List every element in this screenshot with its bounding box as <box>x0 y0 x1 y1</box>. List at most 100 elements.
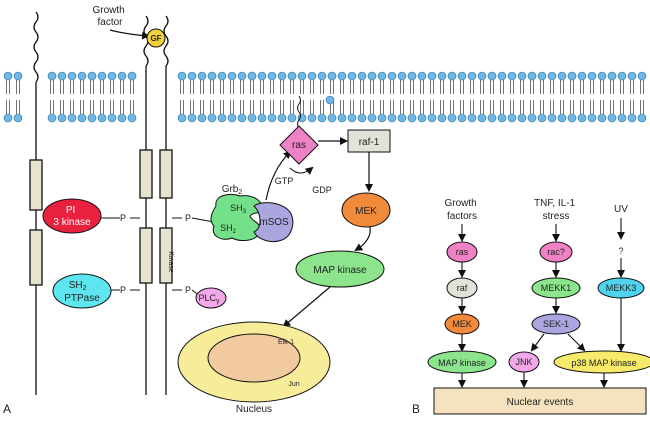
receptor-dimer <box>139 15 173 395</box>
lipid-head <box>187 71 197 81</box>
lipid-head <box>577 113 587 123</box>
lipid-head <box>507 113 517 123</box>
lipid-head <box>217 113 227 123</box>
grb2-label: Grb2 <box>222 184 243 196</box>
mek-label: MEK <box>355 206 377 217</box>
arrow-msos-ras <box>265 150 292 201</box>
lipid-head <box>487 113 497 123</box>
lipid-head <box>617 113 627 123</box>
grb2-node <box>210 193 263 241</box>
lipid-head <box>357 71 367 81</box>
lipid-head <box>397 71 407 81</box>
lipid-head <box>387 113 397 123</box>
lipid-head <box>617 71 627 81</box>
lipid-head <box>67 71 77 81</box>
kinase-domain-label: Kinase <box>167 251 174 273</box>
lipid-head <box>527 71 537 81</box>
b-sek1-label: SEK-1 <box>543 319 569 329</box>
lipid-head <box>417 71 427 81</box>
lipid-head <box>127 71 137 81</box>
lipid-head <box>477 113 487 123</box>
lipid-head <box>447 71 457 81</box>
lipid-head <box>517 71 527 81</box>
lipid-head <box>597 71 607 81</box>
lipid-head <box>287 71 297 81</box>
lipid-head <box>437 113 447 123</box>
lipid-head <box>277 71 287 81</box>
lipid-head <box>87 71 97 81</box>
lipid-head <box>117 71 127 81</box>
lipid-head <box>527 113 537 123</box>
lipid-head <box>407 113 417 123</box>
sh2-ptpase-label: SH2 PTPase <box>64 280 100 304</box>
b-map-kinase-label: MAP kinase <box>438 358 486 368</box>
b-jnk-label: JNK <box>515 357 532 367</box>
lipid-head <box>57 71 67 81</box>
panel-a-label: A <box>3 402 11 416</box>
ras-node <box>279 125 319 165</box>
lipid-head <box>327 71 337 81</box>
b-ras-label: ras <box>456 247 469 257</box>
b-nuclear-events-box <box>433 387 647 415</box>
jun-label: Jun <box>288 381 299 388</box>
col2-header: TNF, IL-1 stress <box>534 198 578 222</box>
receptor-left <box>29 11 43 395</box>
lipid-head <box>627 113 637 123</box>
lipid-head <box>607 71 617 81</box>
nucleus-label: Nucleus <box>236 404 272 415</box>
lipid-head <box>497 113 507 123</box>
lipid-head <box>227 71 237 81</box>
lipid-head <box>317 113 327 123</box>
nucleus-inner <box>207 333 301 383</box>
lipid-head <box>337 113 347 123</box>
lipid-head <box>47 71 57 81</box>
lipid-head <box>457 113 467 123</box>
lipid-head <box>97 71 107 81</box>
lipid-head <box>557 113 567 123</box>
lipid-head <box>537 71 547 81</box>
phospho-sites <box>130 217 182 291</box>
lipid-head <box>177 71 187 81</box>
lipid-head <box>325 95 335 105</box>
b-rac-label: rac? <box>547 247 565 257</box>
lipid-head <box>427 113 437 123</box>
b-sek1-node <box>531 313 581 335</box>
lipid-head <box>367 113 377 123</box>
lipid-head <box>57 113 67 123</box>
b-unknown-label: ? <box>618 246 623 256</box>
lipid-head <box>567 71 577 81</box>
phospho-p1: P <box>120 213 126 223</box>
panel-b-label: B <box>412 402 420 416</box>
b-mekk3-label: MEKK3 <box>606 283 637 293</box>
elk1-label: Elk-1 <box>278 339 294 346</box>
b-p38-label: p38 MAP kinase <box>571 358 636 368</box>
lipid-head <box>127 113 137 123</box>
lipid-head <box>197 71 207 81</box>
lipid-head <box>367 71 377 81</box>
lipid-head <box>287 113 297 123</box>
lipid-head <box>507 71 517 81</box>
lipid-head <box>627 71 637 81</box>
lipid-head <box>347 113 357 123</box>
grb2-sh3-label: SH3 <box>230 203 247 215</box>
map-kinase-label: MAP kinase <box>313 265 367 276</box>
growth-factor-node <box>146 28 166 48</box>
raf1-label: raf-1 <box>359 137 380 148</box>
lipid-head <box>437 71 447 81</box>
lipid-head <box>427 71 437 81</box>
lipid-head <box>477 71 487 81</box>
lipid-head <box>3 113 13 123</box>
arrow-mek-mapk <box>354 226 371 252</box>
msos-label: mSOS <box>259 217 289 228</box>
mek-node <box>341 192 391 228</box>
lipid-head <box>587 113 597 123</box>
lipid-head <box>77 71 87 81</box>
lipid-head <box>387 71 397 81</box>
lipid-head <box>337 71 347 81</box>
sh2-ptpase-node <box>52 273 112 309</box>
lipid-head <box>177 113 187 123</box>
lipid-head <box>517 113 527 123</box>
lipid-head <box>307 71 317 81</box>
phospho-p2: P <box>120 285 126 295</box>
